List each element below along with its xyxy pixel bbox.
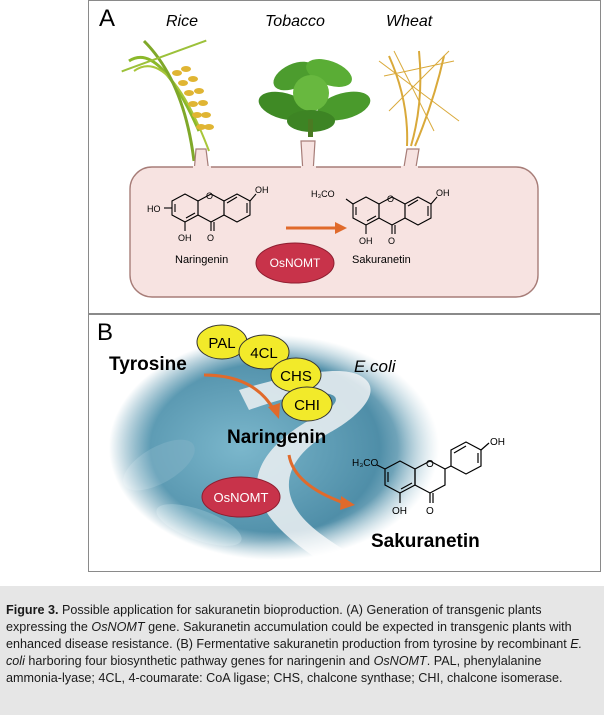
naringenin-oh-top-label: OH xyxy=(255,185,269,195)
pathway-arrowhead-1 xyxy=(268,403,280,419)
sakuranetin-ring-o-label-b: O xyxy=(426,459,434,470)
sakuranetin-oh-top-label-a: OH xyxy=(436,188,450,198)
enzyme-chs-label: CHS xyxy=(280,368,312,385)
sakuranetin-structure-a xyxy=(345,196,438,234)
caption-gene-2: OsNOMT xyxy=(373,654,427,668)
naringenin-carbonyl-o-label: O xyxy=(207,233,214,243)
panel-a-label: A xyxy=(99,5,116,32)
naringenin-ring-o-label: O xyxy=(206,191,213,201)
pathway-arrow-1 xyxy=(203,373,276,411)
panel-b-diagram: PAL 4CL CHS CHI Tyrosine E.coli Naringen… xyxy=(109,324,505,560)
enzyme-chi-label: CHI xyxy=(294,397,320,414)
naringenin-label-b: Naringenin xyxy=(227,427,326,448)
enzyme-pal-label: PAL xyxy=(208,335,235,352)
sakuranetin-carbonyl-o-label-a: O xyxy=(388,236,395,246)
pathway-arrow-2 xyxy=(287,454,345,505)
figure-number: Figure 3. xyxy=(6,603,59,617)
enzyme-4cl-ellipse xyxy=(238,334,290,370)
naringenin-label: Naringenin xyxy=(175,254,228,266)
osnomt-label-a: OsNOMT xyxy=(270,256,321,270)
naringenin-oh-bottom-label: OH xyxy=(178,233,192,243)
caption-text-1: Possible application for sakuranetin bio… xyxy=(6,603,542,634)
caption-text-4: . PAL, phenylalanine ammonia-lyase; 4CL,… xyxy=(6,654,563,685)
caption-gene-1: OsNOMT xyxy=(91,620,145,634)
caption-text-2: gene. Sakuranetin accumulation could be … xyxy=(6,620,572,651)
sakuranetin-oh-bottom-label-a: OH xyxy=(359,236,373,246)
callout-box xyxy=(129,166,539,298)
naringenin-ho-label: HO xyxy=(147,204,161,214)
conversion-arrowhead-a xyxy=(335,222,347,234)
wheat-plant-illustration xyxy=(378,50,460,147)
figure-caption: Figure 3. Possible application for sakur… xyxy=(0,586,604,715)
sakuranetin-ring-o-label-a: O xyxy=(387,194,394,204)
plant-label-tobacco: Tobacco xyxy=(265,13,325,30)
tyrosine-label: Tyrosine xyxy=(109,354,187,375)
enzyme-cluster: PAL 4CL CHS CHI xyxy=(196,324,333,422)
plant-label-rice: Rice xyxy=(166,13,199,30)
sakuranetin-h3co-label-b: H₃CO xyxy=(352,458,379,469)
enzyme-4cl-label: 4CL xyxy=(250,345,278,362)
sakuranetin-label-b: Sakuranetin xyxy=(371,531,480,552)
panel-a: A Rice Tobacco Wheat xyxy=(88,0,601,314)
panel-a-diagram: HO OH O OH O Naringenin OsNOMT xyxy=(121,39,539,298)
sakuranetin-oh-bottom-label-b: OH xyxy=(392,506,407,517)
sakuranetin-structure-b xyxy=(376,441,490,503)
sakuranetin-oh-top-label-b: OH xyxy=(490,437,505,448)
osnomt-ellipse-a xyxy=(255,242,335,284)
panel-b-label: B xyxy=(97,319,114,346)
naringenin-structure xyxy=(164,193,257,231)
rice-plant-illustration xyxy=(121,39,214,162)
ecoli-label: E.coli xyxy=(354,357,397,376)
tobacco-plant-illustration xyxy=(258,59,371,137)
sakuranetin-label-a: Sakuranetin xyxy=(352,254,411,266)
sakuranetin-h3co-label-a: H₃CO xyxy=(311,189,335,199)
sakuranetin-carbonyl-o-label-b: O xyxy=(426,506,434,517)
caption-text-3: harboring four biosynthetic pathway gene… xyxy=(24,654,374,668)
osnomt-label-b: OsNOMT xyxy=(214,490,269,505)
enzyme-chi-ellipse xyxy=(281,386,333,422)
pathway-arrowhead-2 xyxy=(340,496,355,510)
caption-ecoli: E. coli xyxy=(6,637,583,668)
panel-b: PAL 4CL CHS CHI Tyrosine E.coli Naringen… xyxy=(88,314,601,572)
osnomt-ellipse-b xyxy=(201,476,281,518)
plant-label-wheat: Wheat xyxy=(386,13,433,30)
